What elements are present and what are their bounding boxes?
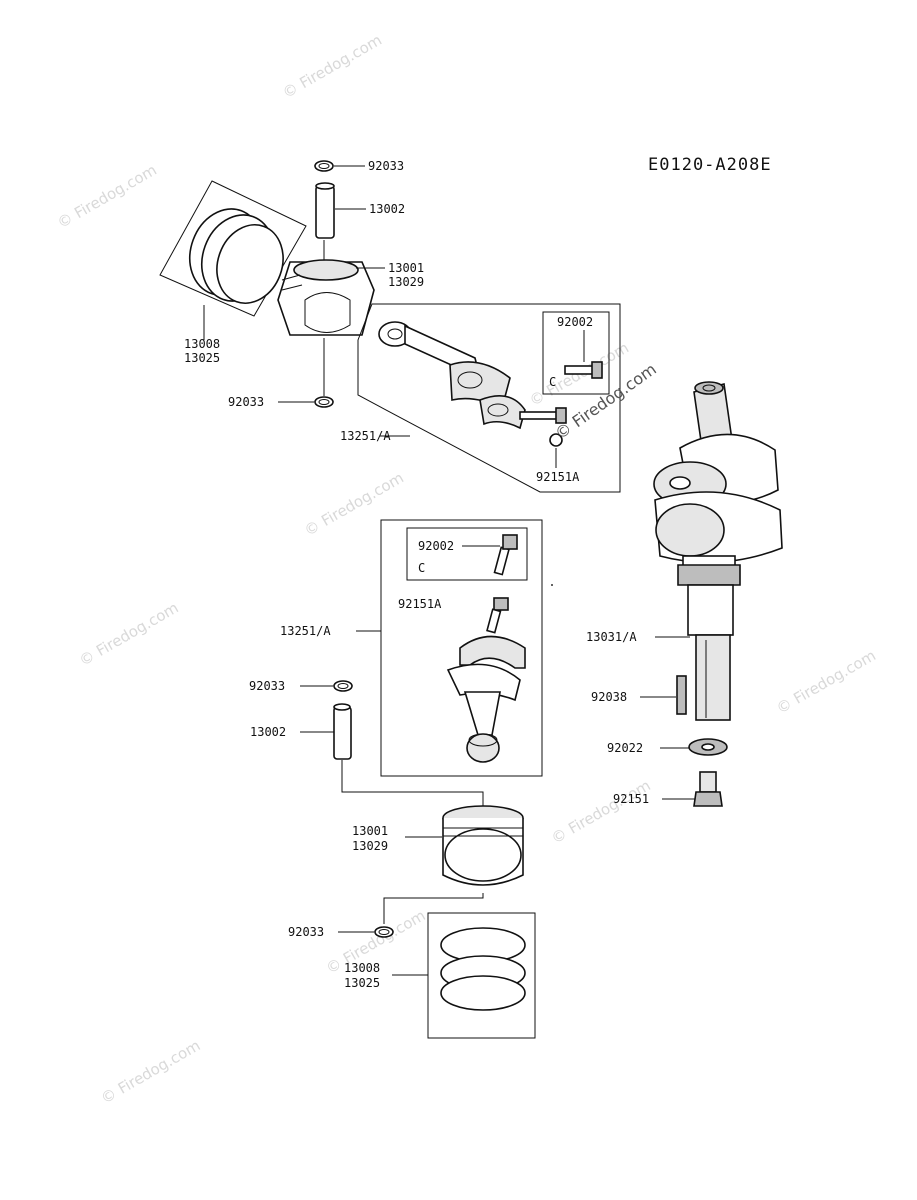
connecting-rod-icon bbox=[378, 321, 526, 430]
piston-rings-icon bbox=[189, 208, 284, 304]
label-c: C bbox=[418, 561, 425, 575]
label-92002: 92002 bbox=[557, 315, 593, 329]
piston-icon bbox=[277, 259, 375, 336]
connecting-rod-icon bbox=[446, 635, 526, 763]
crankshaft-icon bbox=[653, 381, 783, 721]
label-92033: 92033 bbox=[228, 395, 264, 409]
circlip-icon bbox=[314, 160, 334, 172]
washer-icon bbox=[549, 433, 563, 447]
flywheel-bolt-icon bbox=[693, 771, 723, 807]
washer-icon bbox=[688, 738, 728, 756]
key-icon bbox=[676, 675, 687, 715]
label-92033: 92033 bbox=[249, 679, 285, 693]
label-13031: 13031/A bbox=[586, 630, 637, 644]
bolt-kit-box-lower bbox=[406, 527, 528, 581]
label-92002: 92002 bbox=[418, 539, 454, 553]
label-13001: 13001 bbox=[352, 824, 388, 838]
watermark: © Firedog.com bbox=[773, 646, 879, 717]
label-c: C bbox=[549, 375, 556, 389]
conrod-bolt-icon bbox=[486, 597, 509, 634]
label-13008: 13008 bbox=[344, 961, 380, 975]
circlip-icon bbox=[374, 926, 394, 938]
label-92033: 92033 bbox=[288, 925, 324, 939]
bolt-kit-box bbox=[542, 311, 610, 395]
ring-set-box bbox=[159, 180, 307, 317]
watermark: © Firedog.com bbox=[98, 1036, 204, 1107]
bolt-icon bbox=[493, 534, 518, 576]
label-13008: 13008 bbox=[184, 337, 220, 351]
label-13025: 13025 bbox=[344, 976, 380, 990]
piston-pin-icon bbox=[315, 182, 335, 239]
diagram-code: E0120-A208E bbox=[648, 155, 772, 175]
conrod-box bbox=[357, 303, 621, 493]
label-13251: 13251/A bbox=[280, 624, 331, 638]
label-92033: 92033 bbox=[368, 159, 404, 173]
circlip-icon bbox=[333, 680, 353, 692]
piston-icon bbox=[442, 805, 524, 886]
label-13002: 13002 bbox=[250, 725, 286, 739]
label-13001: 13001 bbox=[388, 261, 424, 275]
piston-pin-icon bbox=[333, 703, 352, 760]
label-13029: 13029 bbox=[388, 275, 424, 289]
watermark: © Firedog.com bbox=[54, 161, 160, 232]
conrod-bolt-icon bbox=[519, 407, 567, 424]
dot-marker bbox=[551, 584, 553, 586]
piston-rings-icon bbox=[440, 927, 526, 1011]
label-13025: 13025 bbox=[184, 351, 220, 365]
label-13251: 13251/A bbox=[340, 429, 391, 443]
circlip-icon bbox=[314, 396, 334, 408]
bolt-icon bbox=[564, 361, 603, 379]
label-92151A: 92151A bbox=[398, 597, 442, 611]
label-92022: 92022 bbox=[607, 741, 643, 755]
label-13029: 13029 bbox=[352, 839, 388, 853]
watermark: © Firedog.com bbox=[548, 776, 654, 847]
conrod-box-lower bbox=[380, 519, 543, 777]
label-13002: 13002 bbox=[369, 202, 405, 216]
watermark: © Firedog.com bbox=[76, 599, 182, 670]
label-92151: 92151 bbox=[613, 792, 649, 806]
watermark: © Firedog.com bbox=[301, 469, 407, 540]
watermark: © Firedog.com bbox=[279, 31, 385, 102]
label-92151A: 92151A bbox=[536, 470, 580, 484]
label-92038: 92038 bbox=[591, 690, 627, 704]
